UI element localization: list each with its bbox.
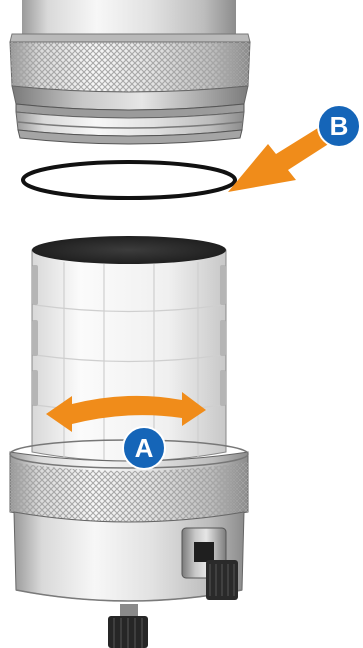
bottom-knob xyxy=(108,604,148,648)
badge-b: B xyxy=(318,105,360,147)
filter-cartridge xyxy=(32,236,226,466)
badge-b-label: B xyxy=(330,111,349,141)
o-ring xyxy=(23,162,235,198)
top-housing xyxy=(10,0,250,144)
badge-a: A xyxy=(123,427,165,469)
badge-a-label: A xyxy=(135,433,154,463)
